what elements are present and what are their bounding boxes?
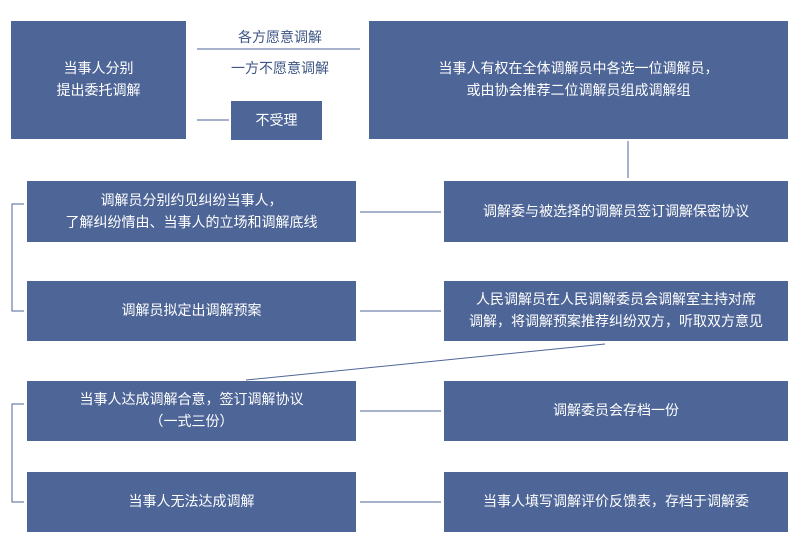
connector-hearing-agree <box>245 343 606 381</box>
sign-secrecy-box: 调解委与被选择的调解员签订调解保密协议 <box>444 181 788 242</box>
meet-parties-line2: 了解纠纷情由、当事人的立场和调解底线 <box>65 214 318 231</box>
choose-mediator-line1: 当事人有权在全体调解员中各选一位调解员， <box>438 61 719 77</box>
no-agreement-box: 当事人无法达成调解 <box>27 472 356 532</box>
archive-box: 调解委员会存档一份 <box>444 381 788 441</box>
apply-mediation-line1: 当事人分别 <box>63 61 134 77</box>
feedback-text: 当事人填写调解评价反馈表，存档于调解委 <box>483 494 749 510</box>
draft-plan-text: 调解员拟定出调解预案 <box>121 303 262 319</box>
choose-mediator-line2: 或由协会推荐二位调解员组成调解组 <box>466 83 691 99</box>
hearing-line1: 人民调解员在人民调解委员会调解室主持对席 <box>476 292 756 308</box>
one-unwilling-label: 一方不愿意调解 <box>231 61 329 77</box>
hearing-line2: 调解，将调解预案推荐纠纷双方，听取双方意见 <box>469 314 763 330</box>
apply-mediation-line2: 提出委托调解 <box>56 83 141 99</box>
hearing-box: 人民调解员在人民调解委员会调解室主持对席 调解，将调解预案推荐纠纷双方，听取双方… <box>444 281 788 341</box>
meet-parties-box: 调解员分别约见纠纷当事人， 了解纠纷情由、当事人的立场和调解底线 <box>27 181 356 242</box>
agreement-line2: （一式三份） <box>149 414 234 430</box>
draft-plan-box: 调解员拟定出调解预案 <box>27 281 356 341</box>
agreement-line1: 当事人达成调解合意，签订调解协议 <box>79 392 304 408</box>
both-willing-label: 各方愿意调解 <box>238 30 322 46</box>
feedback-box: 当事人填写调解评价反馈表，存档于调解委 <box>444 472 788 532</box>
sign-secrecy-text: 调解委与被选择的调解员签订调解保密协议 <box>483 203 749 220</box>
reject-text: 不受理 <box>255 112 298 129</box>
meet-parties-line1: 调解员分别约见纠纷当事人， <box>100 192 283 209</box>
no-agreement-text: 当事人无法达成调解 <box>128 494 255 510</box>
reject-box: 不受理 <box>231 101 322 140</box>
connector-agree-fail-bracket <box>11 403 24 503</box>
choose-mediator-box: 当事人有权在全体调解员中各选一位调解员， 或由协会推荐二位调解员组成调解组 <box>369 21 788 139</box>
apply-mediation-box: 当事人分别 提出委托调解 <box>11 21 186 139</box>
archive-text: 调解委员会存档一份 <box>553 403 679 419</box>
connector-meet-draft-bracket <box>11 203 24 312</box>
agreement-box: 当事人达成调解合意，签订调解协议 （一式三份） <box>27 381 356 441</box>
